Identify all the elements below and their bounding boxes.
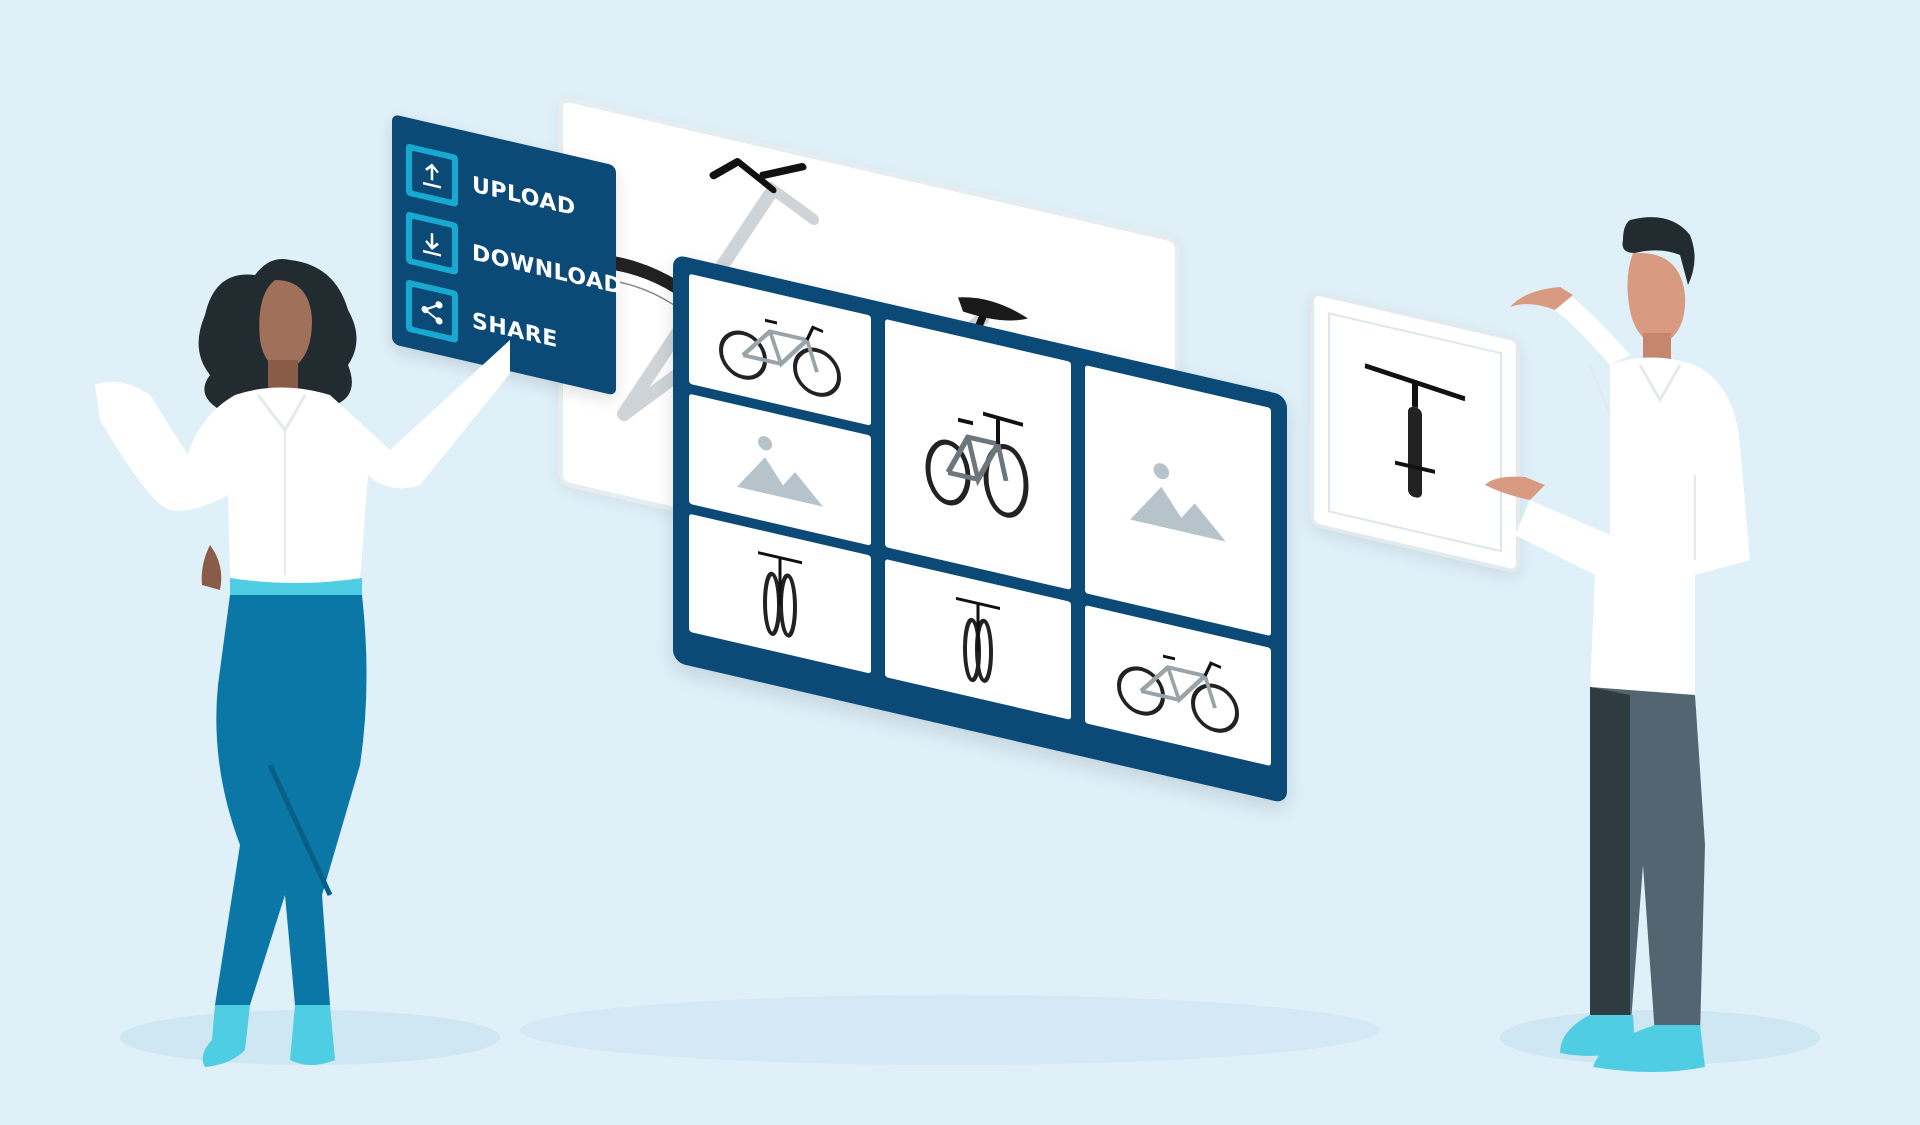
grid-tile-bicycle-front[interactable] bbox=[885, 558, 1071, 720]
image-placeholder-icon bbox=[737, 436, 823, 507]
download-icon bbox=[406, 211, 458, 276]
upload-label: UPLOAD bbox=[472, 171, 576, 221]
held-image-panel[interactable] bbox=[1310, 290, 1520, 575]
grid-tile-bicycle-side[interactable] bbox=[1085, 605, 1271, 767]
grid-tile-placeholder[interactable] bbox=[689, 393, 871, 546]
man-figure bbox=[1485, 217, 1750, 1072]
image-grid-panel bbox=[673, 254, 1287, 804]
ground-shadow-center bbox=[520, 995, 1380, 1065]
actions-menu: UPLOAD DOWNLOAD SHARE bbox=[392, 114, 622, 396]
bicycle-front-image bbox=[956, 596, 1000, 683]
bicycle-three-quarter-image bbox=[925, 411, 1029, 518]
upload-icon bbox=[406, 143, 458, 208]
image-placeholder-icon bbox=[1130, 463, 1226, 542]
bicycle-side-image bbox=[719, 318, 841, 397]
share-button[interactable]: SHARE bbox=[406, 279, 558, 366]
bicycle-front-image bbox=[758, 551, 802, 638]
share-icon bbox=[406, 279, 458, 344]
bicycle-front-image bbox=[1364, 363, 1466, 498]
bicycle-side-image bbox=[1117, 654, 1239, 733]
held-image-frame bbox=[1328, 312, 1502, 553]
download-button[interactable]: DOWNLOAD bbox=[406, 211, 622, 313]
grid-tile-bicycle-side[interactable] bbox=[689, 273, 871, 426]
upload-button[interactable]: UPLOAD bbox=[406, 143, 576, 234]
grid-tile-placeholder[interactable] bbox=[1085, 365, 1271, 637]
woman-figure bbox=[95, 259, 510, 1067]
grid-tile-bicycle-three-quarter[interactable] bbox=[885, 318, 1071, 590]
grid-tile-bicycle-front[interactable] bbox=[689, 513, 871, 674]
